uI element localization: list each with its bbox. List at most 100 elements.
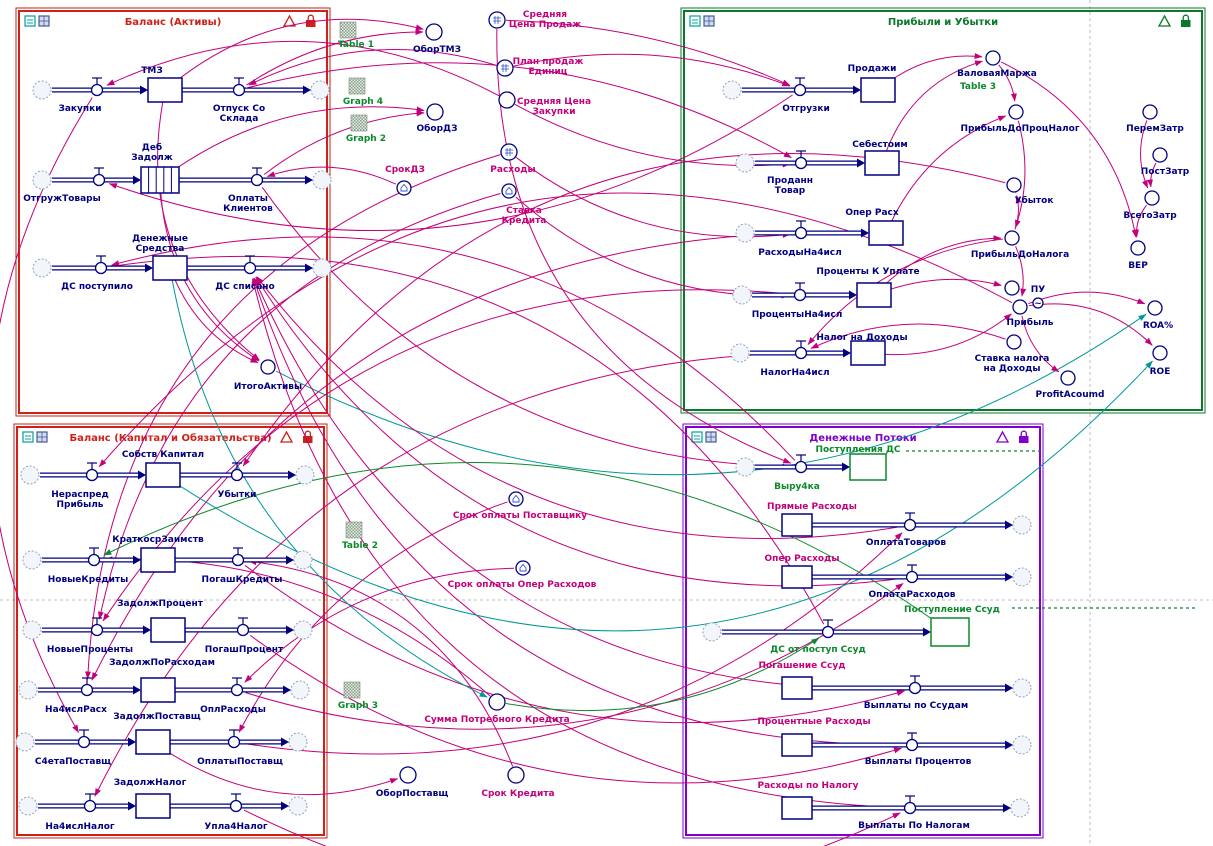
flow-valve[interactable]: [821, 625, 835, 639]
cloud-icon[interactable]: [702, 622, 722, 642]
flow-pogashProcent[interactable]: [185, 617, 313, 640]
connector-pribyl-profitAcc[interactable]: [1021, 315, 1060, 373]
stock-procentnyeRashody[interactable]: [781, 733, 813, 757]
converter-pribyl[interactable]: [1012, 299, 1028, 315]
connector-otpuskSoSklada-prodanTovar[interactable]: [247, 62, 792, 159]
converter-planProdazh[interactable]: [496, 59, 514, 77]
flow-valve[interactable]: [77, 735, 91, 749]
flow-nalogNachislFlow[interactable]: [730, 340, 851, 363]
converter-summaPotrebKredita[interactable]: [488, 693, 506, 711]
flow-valve[interactable]: [227, 735, 241, 749]
cloud-icon[interactable]: [288, 796, 308, 816]
connector-valovayaMarzha-bep[interactable]: [1000, 61, 1138, 238]
cloud-icon[interactable]: [293, 620, 313, 640]
flow-valve[interactable]: [230, 468, 244, 482]
converter-ubytokConv[interactable]: [1006, 177, 1022, 193]
connector-pribDoNaloga-ubytokConv[interactable]: [1014, 195, 1022, 230]
lock-icon[interactable]: [1019, 430, 1029, 443]
stock-kratkosrZaimstv[interactable]: [140, 547, 176, 573]
connector-srokOplatyPostavshiku-oplatyPostavsh[interactable]: [238, 501, 508, 733]
flow-valve[interactable]: [908, 681, 922, 695]
connector-peremZatr-vsegoZatr[interactable]: [1140, 120, 1149, 189]
cloud-icon[interactable]: [1012, 567, 1032, 587]
converter-srednCenaProdazh[interactable]: [488, 11, 506, 29]
stock-operRash[interactable]: [868, 220, 904, 246]
cloud-icon[interactable]: [1012, 678, 1032, 698]
connector-summaPotrebKredita-dsOtPostupSsud[interactable]: [505, 637, 820, 712]
connector-srednCenaProdazh-otgruzki[interactable]: [505, 19, 791, 86]
converter-oborTMZ[interactable]: [425, 23, 443, 41]
connector-debZadolzh-itogoAktivy[interactable]: [160, 188, 260, 362]
cloud-icon[interactable]: [293, 550, 313, 570]
cloud-icon[interactable]: [1012, 515, 1032, 535]
flow-oplataRashodov[interactable]: [812, 564, 1032, 587]
converter-bep[interactable]: [1130, 240, 1146, 256]
flow-valve[interactable]: [793, 288, 807, 302]
connector-pribDoProcNalog-pribDoNaloga[interactable]: [1015, 120, 1026, 229]
cloud-icon[interactable]: [290, 680, 310, 700]
connector-pogashProcent-vyplatyProcentov[interactable]: [249, 634, 902, 784]
flow-zakupki[interactable]: [32, 77, 148, 100]
graph-pad-icon[interactable]: [343, 681, 361, 699]
connector-srednCenaProdazh-vyruchka[interactable]: [496, 28, 792, 464]
converter-valovayaMarzha[interactable]: [985, 50, 1001, 66]
connector-srokOplatyOperRash-oplRashody[interactable]: [244, 567, 515, 683]
stock-prodazhi[interactable]: [860, 77, 896, 103]
connector-vyplatyNalogam-dsSpisano[interactable]: [251, 278, 902, 809]
window-icon[interactable]: [689, 15, 701, 27]
converter-srokOplatyPostavshiku[interactable]: [508, 491, 524, 507]
cloud-icon[interactable]: [22, 620, 42, 640]
flow-oplatyPostavsh[interactable]: [170, 729, 308, 752]
connector-ubytokConv-ubytkiFlow[interactable]: [242, 153, 1006, 467]
flow-vyplatyNalogam[interactable]: [812, 795, 1030, 818]
flow-nachislNalog[interactable]: [18, 793, 136, 816]
stock-zadolzhPostavsh[interactable]: [135, 729, 171, 755]
converter-oborPostavsh[interactable]: [399, 766, 417, 784]
converter-roa[interactable]: [1147, 300, 1163, 316]
flow-valve[interactable]: [250, 173, 264, 187]
flow-neraspredPribyl[interactable]: [20, 462, 146, 485]
flow-novyeProcenty[interactable]: [22, 617, 151, 640]
flow-otpuskSoSklada[interactable]: [182, 77, 330, 100]
flow-vyplatySsudam[interactable]: [812, 675, 1032, 698]
converter-srokOplatyOperRash[interactable]: [515, 560, 531, 576]
stock-sobstvKapital[interactable]: [145, 462, 181, 488]
flow-oplRashody[interactable]: [175, 677, 310, 700]
sector-frame-outer[interactable]: [15, 7, 331, 417]
sector-capital[interactable]: Баланс (Капитал и Обязательства): [13, 423, 328, 839]
converter-rashodyConv[interactable]: [500, 143, 518, 161]
connector-nalogNachislFlow-nachislNalog[interactable]: [94, 352, 793, 797]
flow-valve[interactable]: [903, 518, 917, 532]
flow-valve[interactable]: [85, 468, 99, 482]
flow-procentyNachisl[interactable]: [732, 282, 857, 305]
connector-procentyNachisl-novyeProcenty[interactable]: [102, 289, 792, 622]
connector-otpuskSoSklada-oborTMZ[interactable]: [246, 28, 424, 86]
connector-srokDZ-oplatyKlientov[interactable]: [266, 166, 397, 185]
converter-pribDoProcNalog[interactable]: [1008, 104, 1024, 120]
flow-valve[interactable]: [229, 799, 243, 813]
window-icon[interactable]: [22, 431, 34, 443]
connector-pribyl-roa[interactable]: [1028, 291, 1146, 305]
converter-oborDZ[interactable]: [426, 103, 444, 121]
flow-valve[interactable]: [794, 226, 808, 240]
flow-valve[interactable]: [83, 799, 97, 813]
cloud-icon[interactable]: [735, 223, 755, 243]
cloud-icon[interactable]: [312, 258, 332, 278]
cloud-icon[interactable]: [722, 80, 742, 100]
stock-sebestoim[interactable]: [864, 150, 900, 176]
connector-srednCenaZakupki-zakupki[interactable]: [106, 40, 500, 97]
connector-oplatyKlientov-oborDZ[interactable]: [263, 110, 425, 175]
cloud-icon[interactable]: [310, 80, 330, 100]
sector-frame-outer[interactable]: [13, 423, 328, 839]
converter-vsegoZatr[interactable]: [1144, 190, 1160, 206]
cloud-icon[interactable]: [15, 732, 35, 752]
cloud-icon[interactable]: [735, 153, 755, 173]
warning-triangle-icon[interactable]: [1157, 14, 1172, 27]
converter-stavkaKredita[interactable]: [501, 183, 517, 199]
graph-pad-icon[interactable]: [348, 77, 366, 95]
flow-vyplatyProcentov[interactable]: [812, 732, 1032, 755]
flow-valve[interactable]: [94, 261, 108, 275]
converter-stavkaNaloga[interactable]: [1006, 334, 1022, 350]
warning-triangle-icon[interactable]: [995, 430, 1010, 443]
table-icon[interactable]: [703, 15, 715, 27]
